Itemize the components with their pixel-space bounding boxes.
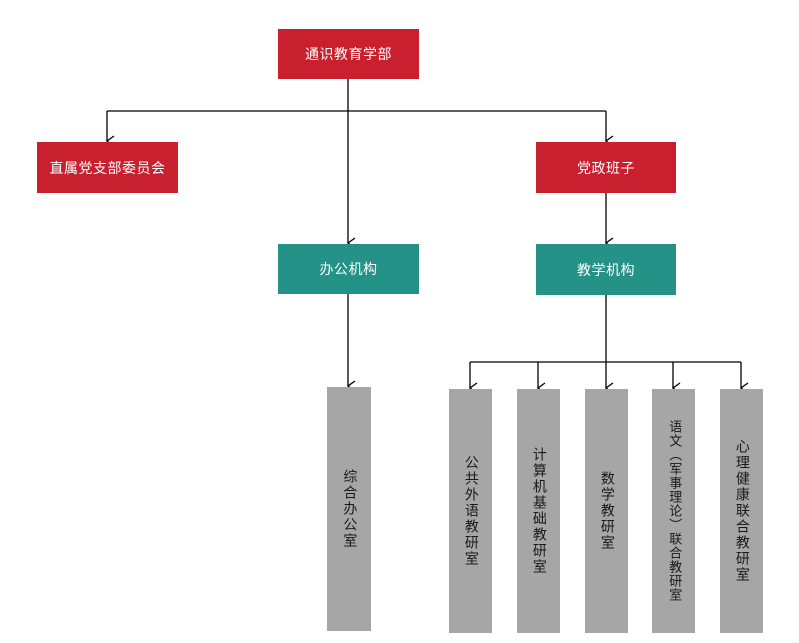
node-unit-mental-health: 心理健康联合教研室	[720, 389, 763, 633]
node-party-group-label: 党政班子	[577, 160, 635, 177]
node-root-label: 通识教育学部	[305, 47, 392, 63]
node-teaching-org-label: 教学机构	[577, 262, 635, 279]
node-unit-foreign-language-label: 公共外语教研室	[462, 455, 479, 567]
node-root: 通识教育学部	[278, 29, 419, 79]
node-general-office-label: 综合办公室	[341, 469, 358, 549]
node-unit-math-label: 数学教研室	[598, 471, 615, 551]
node-teaching-org: 教学机构	[536, 244, 676, 295]
node-unit-foreign-language: 公共外语教研室	[449, 389, 492, 633]
node-branch-committee: 直属党支部委员会	[37, 142, 178, 193]
node-branch-committee-label: 直属党支部委员会	[49, 160, 166, 177]
node-unit-chinese-military-label: 语文（军事理论）联合教研室	[666, 420, 682, 602]
node-unit-chinese-military: 语文（军事理论）联合教研室	[652, 389, 695, 633]
node-office-org-label: 办公机构	[319, 262, 378, 278]
node-party-group: 党政班子	[536, 142, 676, 193]
node-unit-computer-label: 计算机基础教研室	[530, 447, 547, 575]
node-office-org: 办公机构	[278, 244, 419, 294]
node-general-office: 综合办公室	[327, 387, 371, 631]
node-unit-computer: 计算机基础教研室	[517, 389, 560, 633]
node-unit-math: 数学教研室	[585, 389, 628, 633]
node-unit-mental-health-label: 心理健康联合教研室	[733, 439, 750, 583]
